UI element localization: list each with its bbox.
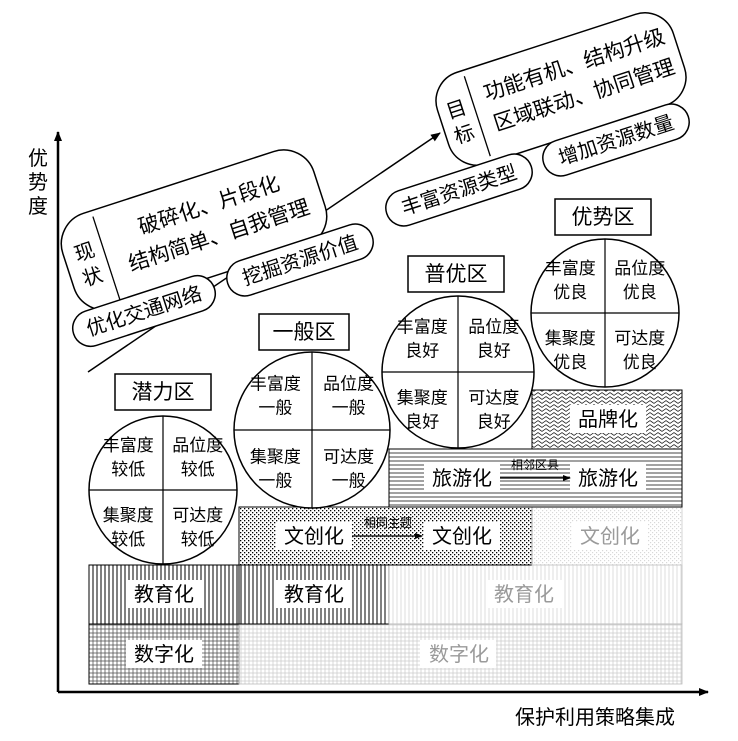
- svg-text:度: 度: [28, 194, 48, 218]
- zone-quadrant-text: 丰富度: [250, 374, 301, 394]
- zone-title-box: [554, 198, 652, 236]
- zone-quadrant-text: 集聚度: [103, 506, 154, 526]
- zone-quadrant-text: 较低: [181, 530, 215, 550]
- zone-quadrant-text: 品位度: [614, 259, 665, 279]
- layer-education-label-2: 教育化: [284, 582, 344, 606]
- layer-digital-label: 数字化: [134, 642, 194, 666]
- same-theme-label: 相同主题: [364, 516, 412, 530]
- zone-title: 普优区: [425, 262, 488, 286]
- zone-title-box: [114, 373, 212, 411]
- zone-quadrant-text: 丰富度: [545, 259, 596, 279]
- zones: 潜力区丰富度较低品位度较低集聚度较低可达度较低一般区丰富度一般品位度一般集聚度一…: [88, 198, 680, 565]
- y-axis-label: 优 势 度: [28, 146, 48, 218]
- zone-quadrant-text: 良好: [477, 413, 511, 433]
- zone-quadrant-text: 集聚度: [397, 389, 448, 409]
- zone-title-box: [407, 255, 505, 293]
- layer-education-label-1: 教育化: [134, 582, 194, 606]
- zone-quadrant-text: 优良: [623, 353, 657, 373]
- zone-quadrant-text: 品位度: [323, 374, 374, 394]
- zone-quadrant-text: 集聚度: [545, 329, 596, 349]
- layer-brand-label: 品牌化: [578, 407, 638, 431]
- zone-quadrant-text: 良好: [405, 341, 439, 361]
- svg-text:优: 优: [28, 146, 48, 170]
- layer-digital-label-faint: 数字化: [429, 642, 489, 666]
- zone-quadrant-text: 丰富度: [103, 436, 154, 456]
- zone-title-box: [258, 313, 350, 351]
- zone-title: 优势区: [572, 205, 635, 229]
- layer-tourism-label-1: 旅游化: [432, 466, 492, 490]
- layer-creative-label-faint: 文创化: [580, 524, 640, 548]
- layer-tourism-label-2: 旅游化: [578, 466, 638, 490]
- zone-quadrant-text: 较低: [111, 530, 145, 550]
- zone-quadrant-text: 可达度: [323, 448, 374, 468]
- zone-quadrant-text: 较低: [181, 460, 215, 480]
- zone-quadrant-text: 良好: [405, 413, 439, 433]
- zone-quadrant-text: 一般: [258, 398, 292, 418]
- layer-creative-label-1: 文创化: [284, 524, 344, 548]
- zone-quadrant-text: 优良: [553, 283, 587, 303]
- zone-quadrant-text: 可达度: [468, 389, 519, 409]
- zone-quadrant-text: 可达度: [614, 329, 665, 349]
- neighbor-county-label: 相邻区县: [511, 458, 559, 472]
- zone-quadrant-text: 良好: [477, 341, 511, 361]
- svg-text:势: 势: [28, 170, 48, 194]
- zone-quadrant-text: 品位度: [468, 317, 519, 337]
- zone-quadrant-text: 集聚度: [250, 448, 301, 468]
- layer-education-label-faint: 教育化: [494, 582, 554, 606]
- zone-title: 一般区: [273, 320, 336, 344]
- zone-quadrant-text: 丰富度: [397, 317, 448, 337]
- zone-quadrant-text: 优良: [623, 283, 657, 303]
- zone-quadrant-text: 可达度: [172, 506, 223, 526]
- zone-quadrant-text: 一般: [332, 472, 366, 492]
- zone-quadrant-text: 优良: [553, 353, 587, 373]
- zone-quadrant-text: 一般: [258, 472, 292, 492]
- zone-title: 潜力区: [132, 380, 195, 404]
- x-axis-label: 保护利用策略集成: [515, 705, 675, 729]
- layer-creative-label-2: 文创化: [432, 524, 492, 548]
- zone-quadrant-text: 一般: [332, 398, 366, 418]
- zone-quadrant-text: 较低: [111, 460, 145, 480]
- strategy-types: 丰富资源类型: [385, 153, 533, 227]
- zone-quadrant-text: 品位度: [172, 436, 223, 456]
